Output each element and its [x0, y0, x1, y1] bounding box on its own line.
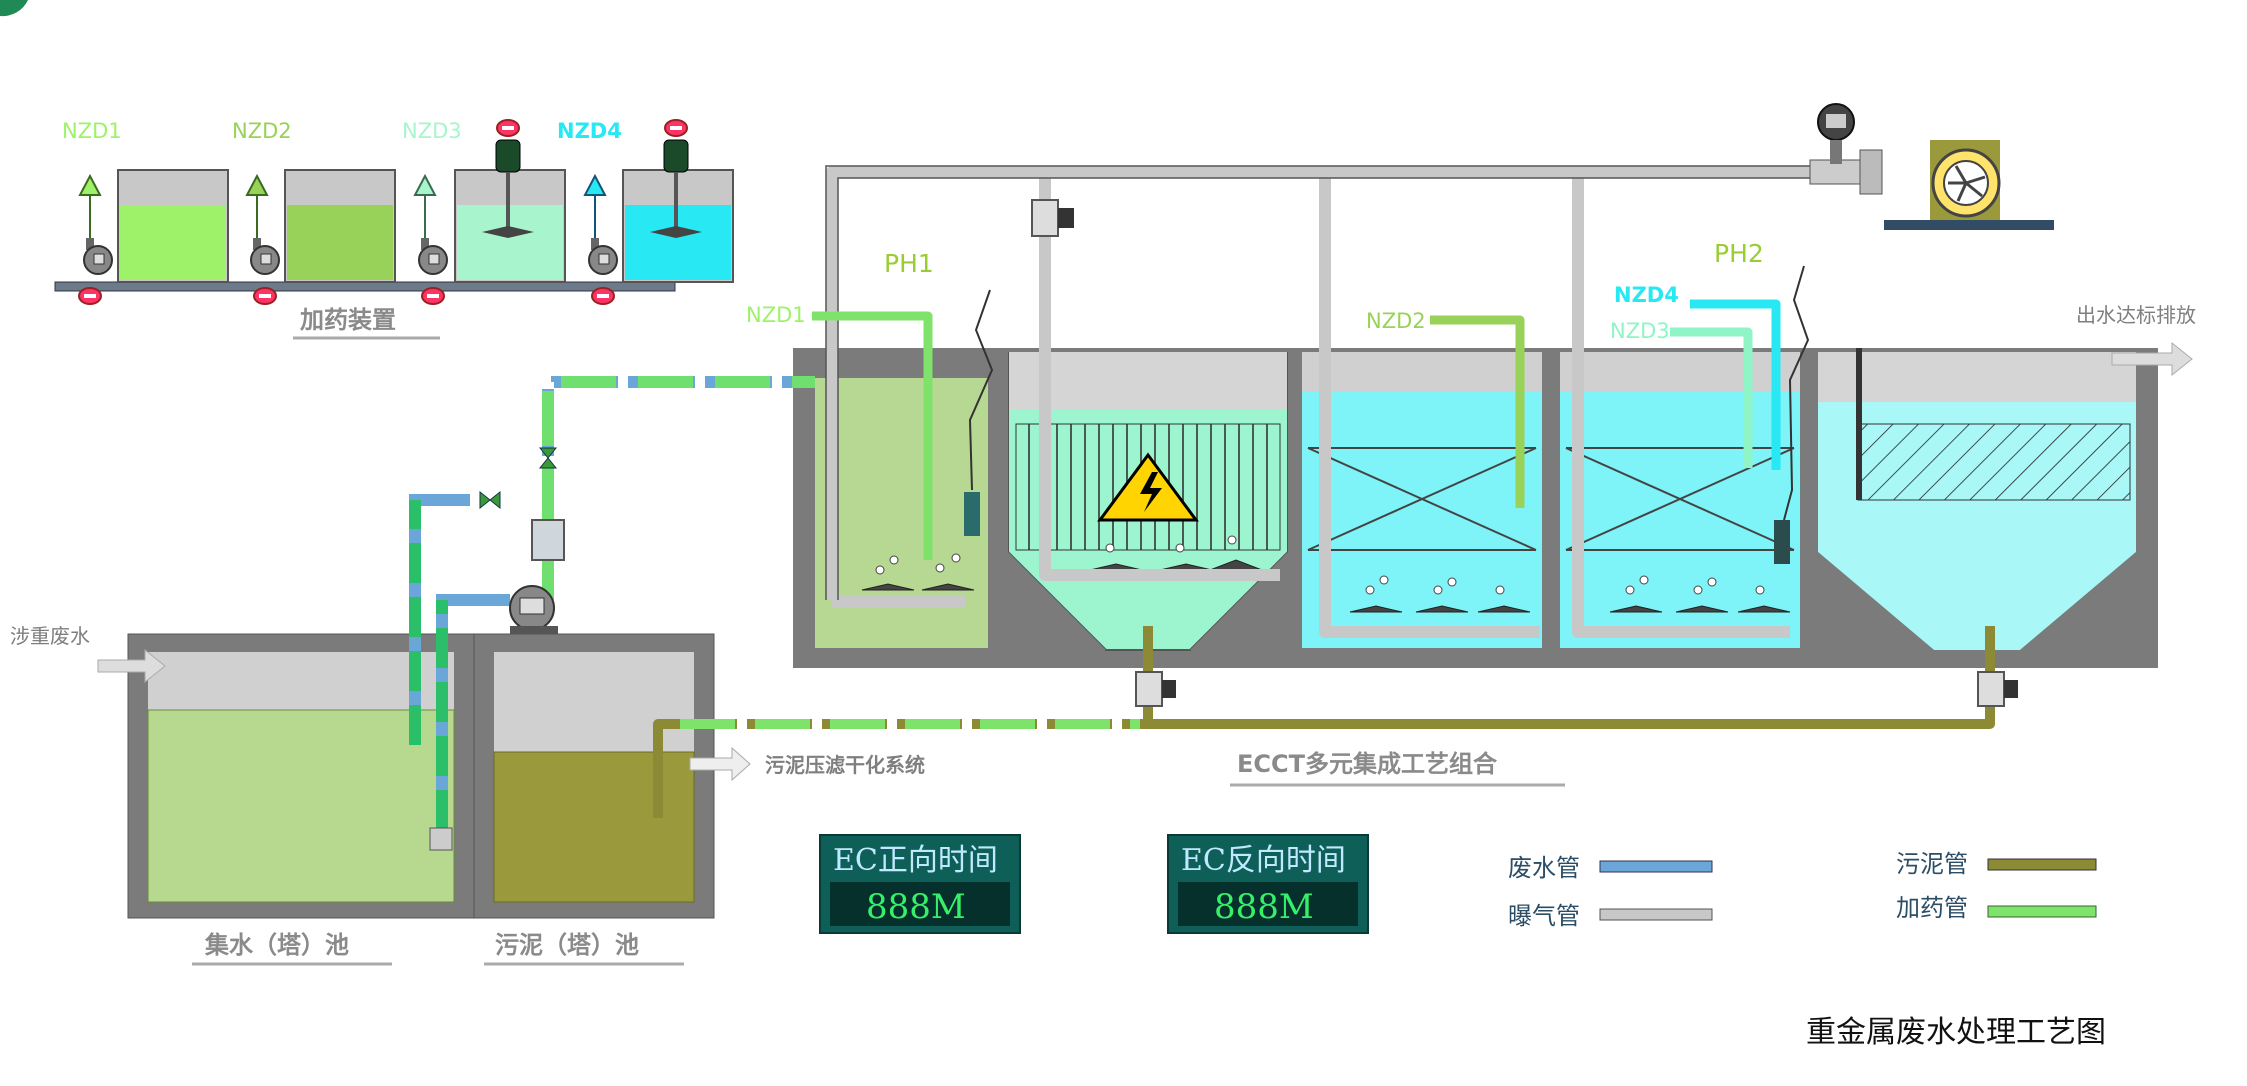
legend-swatch-dosing	[1987, 905, 2097, 918]
arrow-up-icon	[78, 173, 102, 240]
ecct-label: ECCT多元集成工艺组合	[1237, 750, 1498, 778]
ec-reverse-time-title: EC反向时间	[1181, 843, 1346, 878]
dosing-station: NZD1 NZD2 NZD3 NZD4 加药装置	[54, 119, 734, 340]
outlet-label: 出水达标排放	[2076, 303, 2196, 327]
ph-probe-icon	[964, 289, 994, 536]
dosing-label-nzd3: NZD3	[402, 119, 462, 143]
diagram-caption: 重金属废水处理工艺图	[1806, 1015, 2106, 1050]
ecct-nzd4-label: NZD4	[1614, 283, 1679, 307]
collection-tank	[127, 633, 475, 919]
gate-valve-icon	[479, 490, 501, 510]
sludge-valve-icon	[1135, 671, 1176, 707]
ec-forward-time-title: EC正向时间	[833, 843, 998, 878]
arrow-up-icon	[583, 173, 607, 240]
legend-label-wastewater: 废水管	[1508, 854, 1580, 882]
legend-label-dosing: 加药管	[1896, 894, 1968, 922]
dosing-unit-nzd4	[583, 119, 734, 305]
dosing-unit-nzd2	[245, 169, 396, 305]
inclined-plate-settler	[1857, 423, 2131, 501]
ecct-nzd3-label: NZD3	[1610, 319, 1670, 343]
legend-swatch-wastewater	[1599, 860, 1713, 873]
ecct-nzd1-label: NZD1	[746, 303, 806, 327]
air-valve-icon	[1031, 199, 1074, 237]
legend-label-sludge: 污泥管	[1896, 850, 1968, 878]
legend-swatch-sludge	[1987, 858, 2097, 871]
pipe-legend: 废水管 曝气管 污泥管 加药管	[1508, 850, 2097, 930]
legend-label-air: 曝气管	[1508, 902, 1580, 930]
gate-valve-icon	[538, 447, 558, 469]
ec-forward-time-value: 888M	[866, 887, 966, 927]
dosing-pipes	[812, 299, 1781, 560]
transfer-pump-icon	[509, 519, 565, 634]
dosing-label-nzd4: NZD4	[557, 119, 622, 143]
inlet-arrow-icon	[97, 648, 166, 684]
sludge-valve-icon	[1977, 671, 2018, 707]
inlet-label: 涉重废水	[10, 624, 90, 648]
ecct-tank	[793, 348, 2158, 668]
ph1-label: PH1	[884, 249, 934, 278]
arrow-up-icon	[413, 173, 437, 240]
legend-swatch-air	[1599, 908, 1713, 921]
arrow-up-icon	[245, 173, 269, 240]
ec-forward-time-display: EC正向时间 888M	[819, 834, 1021, 934]
dosing-unit-nzd1	[78, 169, 229, 305]
sludge-outlet-label: 污泥压滤干化系统	[765, 753, 925, 777]
sludge-tank	[473, 633, 715, 919]
ecct-nzd2-label: NZD2	[1366, 309, 1426, 333]
ph2-label: PH2	[1714, 239, 1764, 268]
flow-meter-icon	[1817, 103, 1855, 164]
ec-reverse-time-value: 888M	[1214, 887, 1314, 927]
packing-media	[1307, 447, 1795, 551]
dosing-label-nzd1: NZD1	[62, 119, 122, 143]
sludge-outlet-arrow-icon	[689, 746, 751, 782]
mixer-motor-icon	[663, 139, 689, 173]
ph-probe-icon	[1774, 265, 1810, 564]
outlet-arrow-icon	[2111, 341, 2193, 377]
sludge-tank-label: 污泥（塔）池	[495, 931, 639, 959]
suction-inlet	[429, 827, 453, 851]
dosing-label-nzd2: NZD2	[232, 119, 292, 143]
mixer-motor-icon	[495, 139, 521, 173]
dosing-platform	[54, 281, 676, 292]
ec-reverse-time-display: EC反向时间 888M	[1167, 834, 1369, 934]
air-blower-icon	[1809, 140, 2054, 230]
dosing-unit-nzd3	[413, 119, 566, 305]
dosing-station-title: 加药装置	[300, 306, 396, 334]
air-pipes	[826, 166, 1810, 638]
air-bubbles	[875, 535, 1765, 595]
collection-tank-label: 集水（塔）池	[204, 931, 349, 959]
corner-mark	[0, 0, 28, 17]
